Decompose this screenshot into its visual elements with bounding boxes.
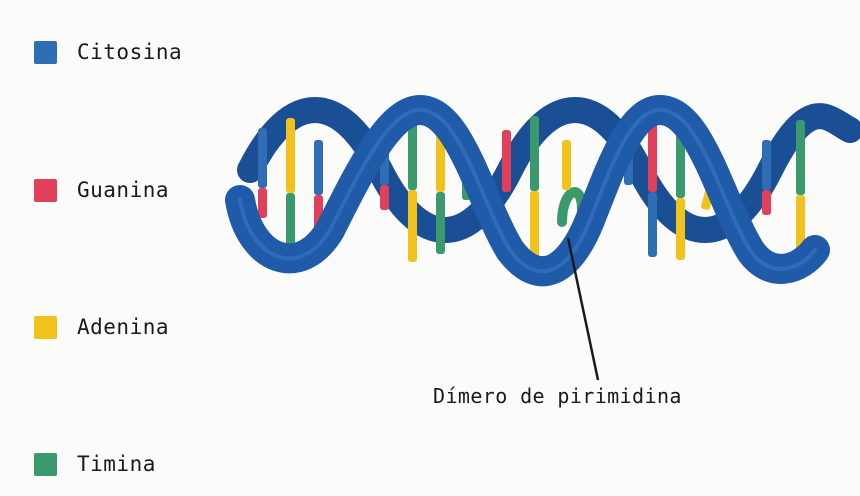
base-pair: [648, 192, 657, 257]
base-pair: [530, 191, 539, 261]
base-pair: [258, 188, 267, 218]
base-pair: [258, 128, 267, 188]
base-pair: [436, 192, 445, 254]
base-pair: [286, 118, 295, 193]
base-pair: [380, 185, 389, 210]
base-pair: [502, 130, 511, 192]
base-pair: [314, 140, 323, 195]
base-pair: [762, 190, 771, 215]
base-pair: [676, 198, 685, 260]
base-pair: [562, 140, 571, 190]
base-pair: [408, 190, 417, 262]
pyrimidine-dimer-label: Dímero de pirimidina: [433, 384, 682, 408]
base-pair: [530, 116, 539, 191]
base-pair: [762, 140, 771, 190]
base-pair: [796, 120, 805, 195]
